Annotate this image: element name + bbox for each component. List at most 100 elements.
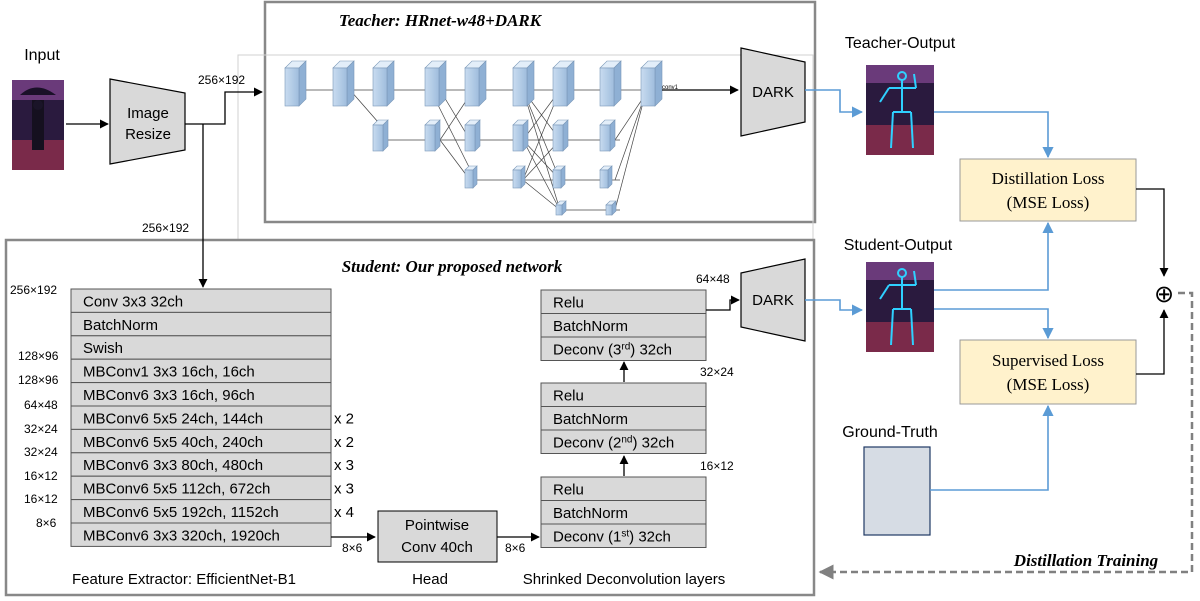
deconv-layer-label: Relu — [553, 388, 584, 405]
hrnet-block — [464, 165, 478, 189]
supervised-loss-line2: (MSE Loss) — [1007, 375, 1090, 394]
size-student-in: 256×192 — [142, 221, 189, 235]
deconv-layer-label: BatchNorm — [553, 505, 628, 522]
teacher-title: Teacher: HRnet-w48+DARK — [339, 11, 543, 30]
deconv-layer-label: BatchNorm — [553, 318, 628, 335]
image-resize-line1: Image — [127, 105, 169, 122]
extractor-repeat: x 3 — [334, 481, 354, 498]
image-resize-line2: Resize — [125, 126, 171, 143]
deconv-layer-label: Deconv (3rd) 32ch — [553, 341, 672, 359]
hrnet-block — [332, 60, 355, 107]
arrow-teacher-distill — [934, 111, 1054, 159]
extractor-repeat: x 3 — [334, 457, 354, 474]
distillation-training-label: Distillation Training — [1013, 551, 1159, 570]
head-line2: Conv 40ch — [401, 539, 473, 556]
teacher-output-image — [866, 65, 934, 155]
head-caption: Head — [412, 571, 448, 588]
ground-truth-label: Ground-Truth — [842, 424, 937, 441]
deconv-layer-box — [540, 336, 707, 361]
arrow-deconv-dark — [706, 295, 740, 311]
extractor-layer-box — [70, 522, 332, 547]
hrnet-block — [372, 60, 395, 107]
head-line1: Pointwise — [405, 517, 469, 534]
hrnet-block — [464, 119, 481, 152]
deconv-layer-label: Deconv (2nd) 32ch — [553, 434, 674, 452]
extractor-layer-label: MBConv6 3x3 80ch, 480ch — [83, 457, 263, 474]
size-32b: 32×24 — [24, 445, 58, 459]
arrow-dark-student-output — [805, 299, 864, 316]
input-label: Input — [24, 47, 60, 64]
hrnet-block — [599, 165, 613, 189]
head-box — [377, 510, 498, 563]
extractor-layer-label: MBConv6 5x5 24ch, 144ch — [83, 410, 263, 427]
image-resize-block — [109, 78, 186, 165]
hrnet-blocks — [284, 60, 663, 216]
arrow-resize-teacher — [185, 87, 263, 125]
hrnet-block — [599, 119, 616, 152]
size-teacher-in: 256×192 — [198, 73, 245, 87]
arrow-student-distill — [934, 221, 1054, 291]
deconv-layer-box — [540, 523, 707, 548]
supervised-loss-box — [959, 339, 1137, 405]
size-8: 8×6 — [36, 516, 57, 530]
hrnet-block — [599, 60, 622, 107]
hrnet-block — [555, 200, 567, 216]
size-32a: 32×24 — [24, 422, 58, 436]
teacher-frame — [263, 0, 817, 224]
size-256: 256×192 — [10, 283, 57, 297]
supervised-loss-line1: Supervised Loss — [992, 351, 1104, 370]
size-128a: 128×96 — [18, 349, 59, 363]
hrnet-block — [552, 165, 566, 189]
extractor-repeat: x 4 — [334, 504, 354, 521]
hrnet-block — [605, 200, 617, 216]
extractor-repeat: x 2 — [334, 410, 354, 427]
hrnet-block — [552, 60, 575, 107]
deconv-layer-label: BatchNorm — [553, 411, 628, 428]
extractor-layer-label: MBConv1 3x3 16ch, 16ch — [83, 364, 255, 381]
teacher-dark-block — [740, 47, 806, 137]
arrow-student-supervised — [934, 308, 1054, 340]
hrnet-block — [424, 60, 447, 107]
size-d64: 64×48 — [696, 272, 730, 286]
hrnet-block — [512, 119, 529, 152]
student-dark-label: DARK — [752, 292, 794, 309]
distillation-training-arrow — [818, 291, 1194, 580]
teacher-dark-label: DARK — [752, 84, 794, 101]
student-output-image — [866, 262, 934, 352]
size-d32: 32×24 — [700, 365, 734, 379]
extractor-layer-label: MBConv6 3x3 16ch, 96ch — [83, 387, 255, 404]
hrnet-block — [640, 60, 663, 107]
size-16b: 16×12 — [24, 492, 58, 506]
hrnet-block — [464, 60, 487, 107]
hrnet-block — [372, 119, 389, 152]
hrnet-block — [512, 60, 535, 107]
size-head-in: 8×6 — [342, 541, 363, 555]
arrow-supervised-sum — [1136, 309, 1169, 375]
distillation-loss-line1: Distillation Loss — [992, 169, 1105, 188]
input-image — [12, 80, 64, 170]
distillation-loss-box — [959, 158, 1137, 222]
arrow-distill-sum — [1136, 188, 1169, 277]
size-d16: 16×12 — [700, 459, 734, 473]
ground-truth-box — [863, 446, 931, 536]
student-title: Student: Our proposed network — [342, 257, 563, 276]
size-64: 64×48 — [24, 398, 58, 412]
extractor-layer-label: MBConv6 3x3 320ch, 1920ch — [83, 527, 280, 544]
size-128b: 128×96 — [18, 373, 59, 387]
hrnet-block — [424, 119, 441, 152]
extractor-layer-label: BatchNorm — [83, 317, 158, 334]
teacher-output-label: Teacher-Output — [845, 35, 956, 52]
deconv-layer-label: Relu — [553, 295, 584, 312]
size-16a: 16×12 — [24, 469, 58, 483]
extractor-layer-label: MBConv6 5x5 192ch, 1152ch — [83, 504, 279, 521]
extractor-layer-label: Conv 3x3 32ch — [83, 293, 183, 310]
student-dark-block — [740, 258, 806, 342]
extractor-repeat: x 2 — [334, 434, 354, 451]
extractor-caption: Feature Extractor: EfficientNet-B1 — [72, 571, 296, 588]
extractor-layer-label: Swish — [83, 340, 123, 357]
sum-symbol: ⊕ — [1154, 281, 1174, 308]
